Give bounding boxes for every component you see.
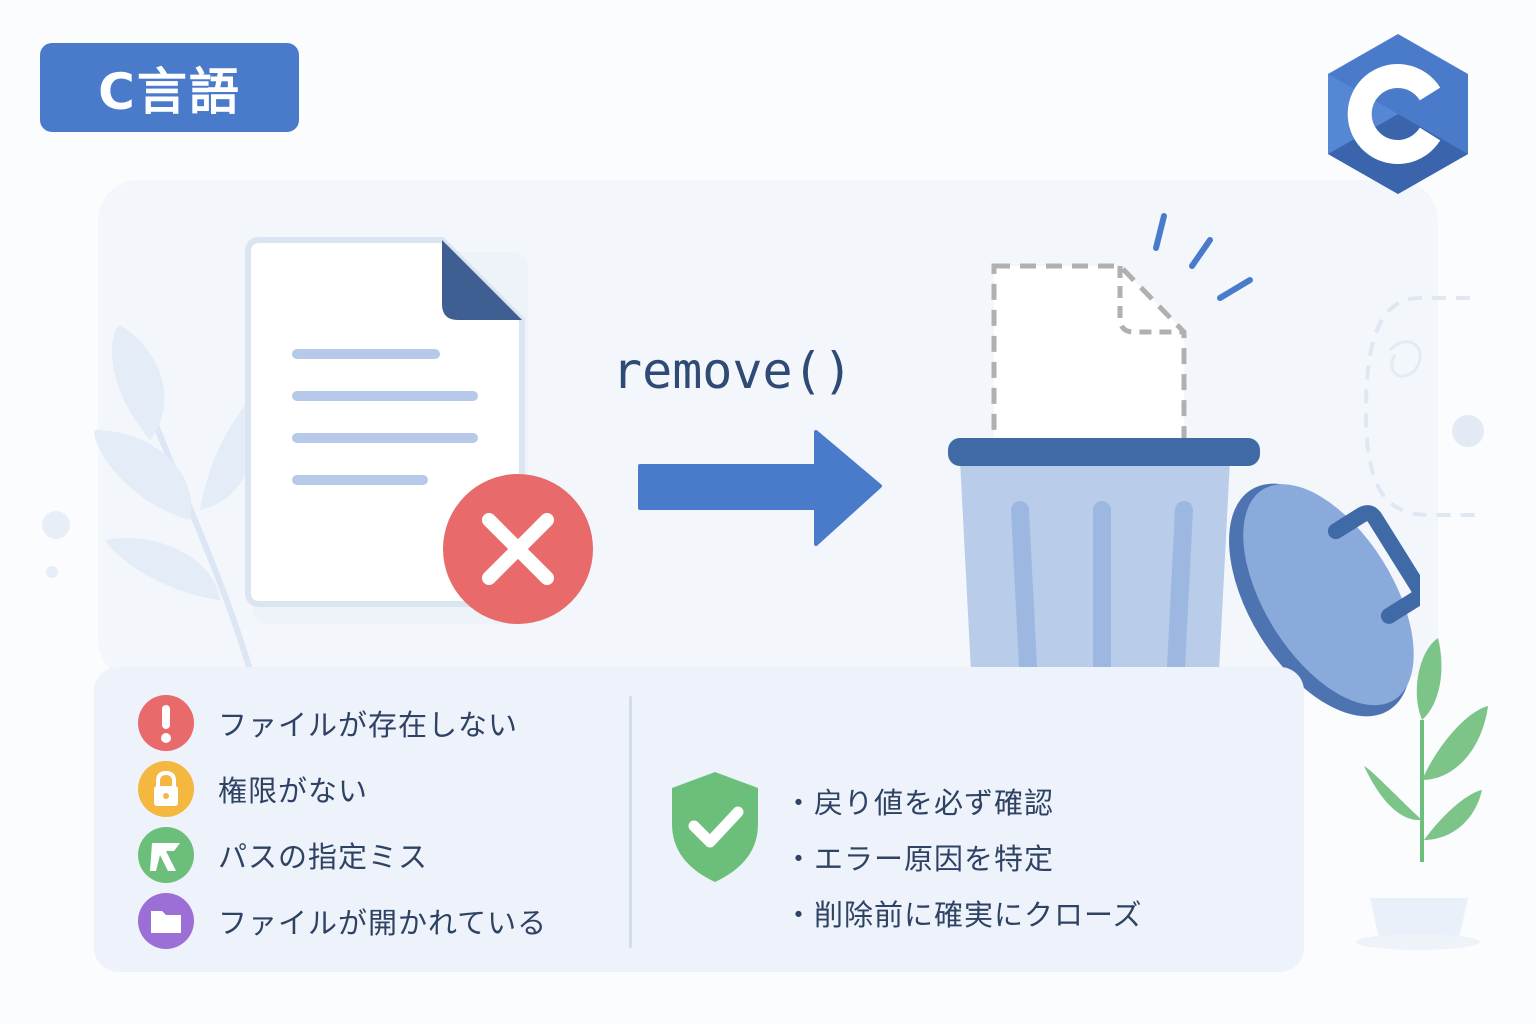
cause-item-file-open: ファイルが開かれている (138, 892, 608, 950)
path-icon (138, 827, 194, 883)
c-logo-icon (1328, 34, 1468, 194)
cause-text: パスの指定ミス (218, 840, 429, 874)
trash-can-icon (948, 213, 1420, 752)
cause-item-file-not-found: ファイルが存在しない (138, 694, 608, 752)
folder-icon (138, 893, 194, 949)
dashed-circle-decoration (1363, 296, 1484, 517)
cause-item-wrong-path: パスの指定ミス (138, 826, 608, 884)
tip-identify-error: ・エラー原因を特定 (784, 842, 1055, 876)
remove-function-label: remove() (612, 342, 853, 400)
plant-decoration (1356, 638, 1488, 950)
card-divider (629, 696, 632, 948)
tip-close-before-delete: ・削除前に確実にクローズ (784, 898, 1143, 932)
c-language-badge: C言語 (40, 43, 299, 132)
leaf-decoration-left (42, 325, 255, 671)
shield-check-icon (672, 772, 758, 882)
cause-text: ファイルが開かれている (218, 906, 548, 940)
lock-icon (138, 761, 194, 817)
error-x-icon (443, 474, 593, 624)
cause-text: ファイルが存在しない (218, 708, 519, 742)
tip-check-return-value: ・戻り値を必ず確認 (784, 786, 1055, 820)
cause-item-no-permission: 権限がない (138, 760, 608, 818)
arrow-right-icon (638, 430, 882, 546)
cause-text: 権限がない (218, 774, 369, 808)
exclamation-icon (138, 695, 194, 751)
